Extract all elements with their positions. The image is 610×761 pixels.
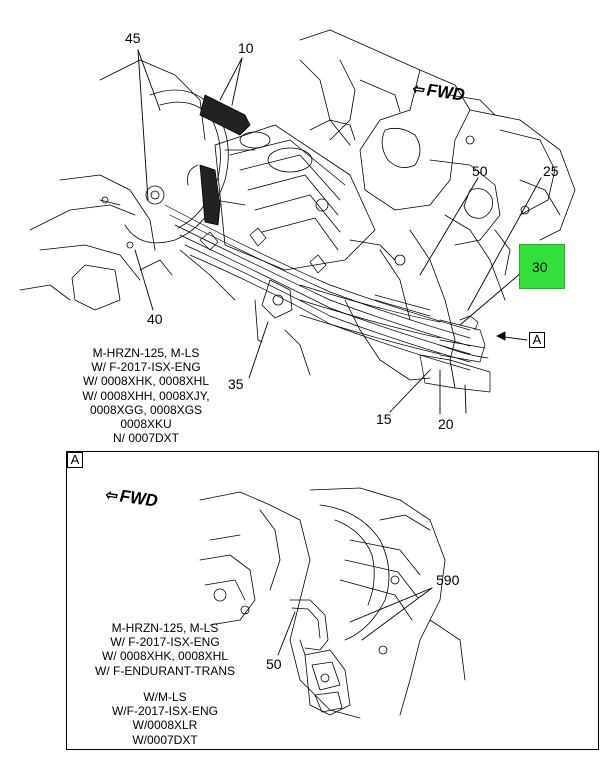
cable-loops <box>187 94 251 226</box>
detail-leader-lines <box>277 587 433 656</box>
callout-15[interactable]: 15 <box>376 411 392 427</box>
applicability-note: M-HRZN-125, M-LS W/ F-2017-ISX-ENG W/ 00… <box>82 346 210 446</box>
callout-35[interactable]: 35 <box>228 376 244 392</box>
starter-motor <box>214 119 396 271</box>
cable-harness <box>164 204 491 393</box>
detail-ref-label[interactable]: A <box>529 332 545 348</box>
callout-45[interactable]: 45 <box>125 30 141 46</box>
highlight-box <box>519 244 565 289</box>
detail-drawing <box>199 487 466 719</box>
callout-25[interactable]: 25 <box>543 163 559 179</box>
callout-40[interactable]: 40 <box>147 311 163 327</box>
callout-590[interactable]: 590 <box>436 572 460 588</box>
callout-50[interactable]: 50 <box>472 163 488 179</box>
bell-housing <box>19 59 256 311</box>
detail-applicability-note-1: M-HRZN-125, M-LS W/ F-2017-ISX-ENG W/ 00… <box>95 621 235 678</box>
leader-lines <box>134 49 542 415</box>
detail-applicability-note-2: W/M-LS W/F-2017-ISX-ENG W/0008XLR W/0007… <box>111 690 219 747</box>
callout-30[interactable]: 30 <box>532 259 548 275</box>
callout-10[interactable]: 10 <box>238 40 254 56</box>
brackets <box>139 259 311 376</box>
callout-20[interactable]: 20 <box>438 416 454 432</box>
detail-view-label: A <box>67 452 83 468</box>
callout-50-detail[interactable]: 50 <box>266 656 282 672</box>
detail-view-frame <box>66 451 599 750</box>
engine-block <box>299 29 576 381</box>
